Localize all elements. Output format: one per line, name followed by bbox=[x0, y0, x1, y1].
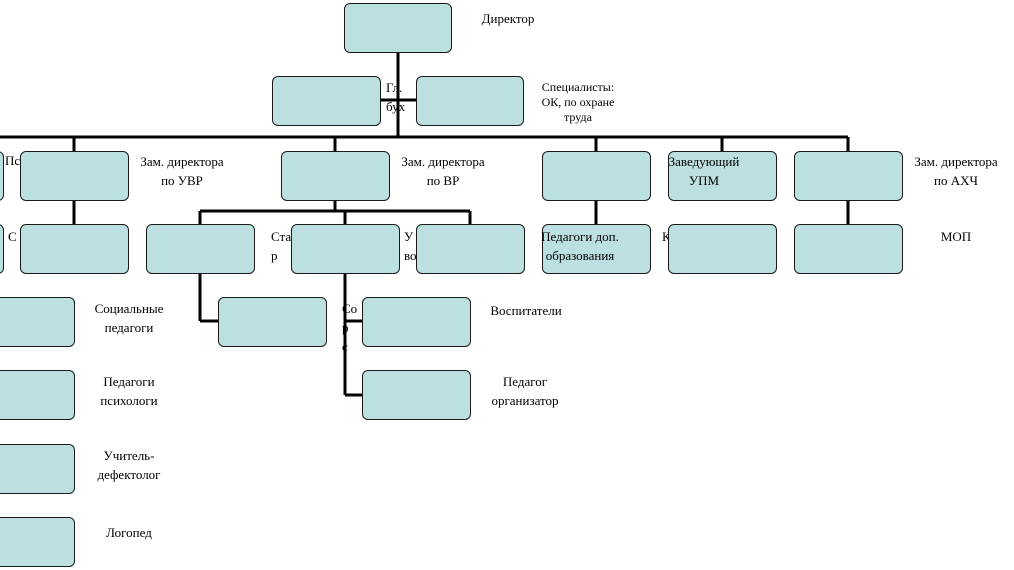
box-starsh-sub bbox=[218, 297, 327, 347]
box-left-edge-1 bbox=[0, 151, 4, 201]
box-specialists bbox=[416, 76, 524, 126]
label-specialists: Специалисты: ОК, по охране труда bbox=[541, 80, 615, 124]
label-mop: МОП bbox=[940, 229, 972, 244]
label-director: Директор bbox=[481, 11, 535, 26]
box-chief-accountant bbox=[272, 76, 381, 126]
box-ped-org bbox=[362, 370, 471, 420]
label-left-psych: Пс bbox=[5, 153, 21, 168]
label-starsh: Ста р bbox=[271, 229, 292, 263]
box-deputy-uvr bbox=[20, 151, 129, 201]
label-ped-psych: Педагоги психологи bbox=[100, 374, 158, 408]
label-defectolog: Учитель- дефектолог bbox=[97, 448, 161, 482]
box-pre-upm bbox=[542, 151, 651, 201]
box-uvr-sub bbox=[20, 224, 129, 274]
label-k-partial: К bbox=[662, 229, 671, 244]
label-soc-partial: Со р с bbox=[342, 301, 358, 354]
box-ped-psych bbox=[0, 370, 75, 420]
label-left-second: С bbox=[8, 229, 17, 244]
label-logoped: Логопед bbox=[106, 525, 152, 540]
box-middle bbox=[291, 224, 400, 274]
box-right-vr bbox=[416, 224, 525, 274]
box-deputy-vr bbox=[281, 151, 390, 201]
label-chief-accountant: Гл. бух bbox=[386, 80, 406, 114]
label-head-upm: Заведующий УПМ bbox=[668, 154, 740, 188]
label-ped-org: Педагог организатор bbox=[491, 374, 559, 408]
box-defectolog bbox=[0, 444, 75, 494]
box-soc-ped bbox=[0, 297, 75, 347]
label-uch-vosp: У во bbox=[404, 229, 417, 263]
box-upm-sub bbox=[668, 224, 777, 274]
box-mop bbox=[794, 224, 903, 274]
box-starsh bbox=[146, 224, 255, 274]
label-deputy-vr: Зам. директора по ВР bbox=[401, 154, 485, 188]
label-vospitateli: Воспитатели bbox=[490, 303, 562, 318]
box-logoped bbox=[0, 517, 75, 567]
box-director bbox=[344, 3, 452, 53]
label-soc-ped: Социальные педагоги bbox=[94, 301, 164, 335]
label-deputy-ahch: Зам. директора по АХЧ bbox=[914, 154, 998, 188]
box-ped-dop bbox=[542, 224, 651, 274]
box-vospitateli bbox=[362, 297, 471, 347]
label-deputy-uvr: Зам. директора по УВР bbox=[140, 154, 224, 188]
box-left-edge-2 bbox=[0, 224, 4, 274]
box-deputy-ahch bbox=[794, 151, 903, 201]
box-head-upm bbox=[668, 151, 777, 201]
label-ped-dop: Педагоги доп. образования bbox=[541, 229, 619, 263]
